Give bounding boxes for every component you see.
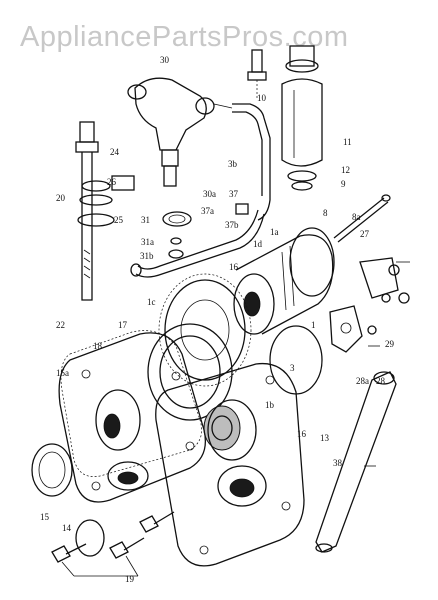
label-1c: 1c <box>147 297 156 307</box>
part-1-main-housing <box>233 227 335 335</box>
label-3b: 3b <box>228 159 238 169</box>
label-1d: 1d <box>253 239 263 249</box>
label-37: 37 <box>229 189 239 199</box>
label-17: 17 <box>118 320 128 330</box>
label-27: 27 <box>360 229 370 239</box>
label-24: 24 <box>110 147 120 157</box>
label-13: 13 <box>320 433 330 443</box>
label-29: 29 <box>385 339 395 349</box>
leader-lines <box>61 465 376 577</box>
part-13-rear-housing <box>155 362 305 567</box>
label-28a: 28a <box>356 376 369 386</box>
label-12: 12 <box>341 165 350 175</box>
part-19-screws <box>51 511 175 563</box>
part-14-ring <box>31 443 105 557</box>
label-37b: 37b <box>225 220 239 230</box>
part-15a-gasket <box>60 330 202 477</box>
part-20-spindle-assembly <box>75 121 135 301</box>
part-11-filter-cartridge <box>281 45 323 191</box>
label-30: 30 <box>160 55 170 65</box>
callout-labels: 30 10 11 12 9 24 26 3b 30a 37 37a 37b 20… <box>40 55 395 584</box>
part-38-lever-handle <box>315 371 397 553</box>
label-16-upper: 16 <box>229 262 239 272</box>
part-17-gear <box>158 273 252 387</box>
label-26: 26 <box>107 177 117 187</box>
part-15-front-cover <box>58 332 207 503</box>
label-31: 31 <box>141 215 150 225</box>
label-19: 19 <box>125 574 135 584</box>
part-30-elbow-housing <box>127 77 233 187</box>
label-1b: 1b <box>265 400 275 410</box>
label-30a: 30a <box>203 189 216 199</box>
label-3: 3 <box>290 363 295 373</box>
part-27-bracket <box>359 257 410 304</box>
label-28: 28 <box>376 376 386 386</box>
watermark-text: AppliancePartsPros.com <box>20 21 349 53</box>
label-18: 18 <box>93 341 103 351</box>
label-11: 11 <box>343 137 352 147</box>
part-3b-pipe <box>130 203 265 278</box>
label-38: 38 <box>333 458 343 468</box>
label-1: 1 <box>311 320 316 330</box>
label-9: 9 <box>341 179 346 189</box>
label-1a: 1a <box>270 227 279 237</box>
label-15: 15 <box>40 512 50 522</box>
label-16-lower: 16 <box>297 429 307 439</box>
part-28-plate <box>329 305 380 353</box>
label-8: 8 <box>323 208 328 218</box>
part-31-seal-rings <box>162 211 192 259</box>
label-31b: 31b <box>140 251 154 261</box>
label-22: 22 <box>56 320 65 330</box>
label-31a: 31a <box>141 237 154 247</box>
label-10: 10 <box>257 93 267 103</box>
part-1b-bearing-ring <box>147 323 241 451</box>
label-37a: 37a <box>201 206 214 216</box>
label-25: 25 <box>114 215 124 225</box>
label-20: 20 <box>56 193 66 203</box>
part-8-tie-rod <box>333 194 391 243</box>
label-8a: 8a <box>352 212 361 222</box>
part-3-retaining-ring <box>269 325 323 395</box>
label-14: 14 <box>62 523 72 533</box>
label-15a: 15a <box>56 368 69 378</box>
